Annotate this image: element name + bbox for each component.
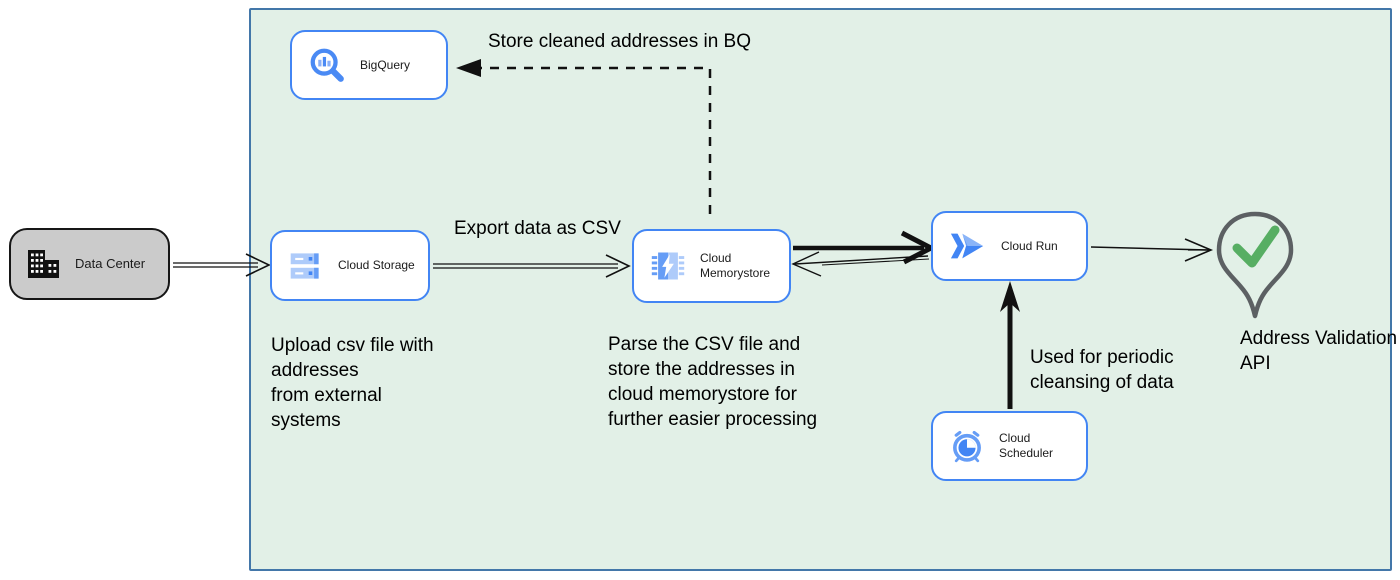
building-icon: [27, 249, 61, 279]
node-label: Cloud Memorystore: [700, 251, 771, 280]
note-parse-csv: Parse the CSV file and store the address…: [608, 334, 818, 430]
node-bigquery[interactable]: BigQuery: [290, 30, 448, 100]
node-cloud-scheduler[interactable]: Cloud Scheduler: [931, 411, 1088, 481]
system-boundary: [249, 8, 1392, 571]
node-label: Cloud Storage: [338, 258, 415, 272]
node-label: Cloud Run: [1001, 238, 1058, 253]
cloud-scheduler-icon: [949, 428, 985, 464]
cloud-run-icon: [949, 231, 987, 261]
node-label: BigQuery: [360, 57, 411, 72]
memorystore-icon: [650, 249, 686, 283]
edge-label-store-bq: Store cleaned addresses in BQ: [488, 31, 751, 52]
node-cloud-storage[interactable]: Cloud Storage: [270, 230, 430, 301]
note-periodic-cleansing: Used for periodic cleansing of data: [1030, 347, 1174, 393]
edge-label-export-csv: Export data as CSV: [454, 218, 621, 239]
label-address-validation-api: Address Validation API: [1240, 328, 1398, 374]
node-label: Data Center: [75, 255, 146, 271]
cloud-storage-icon: [288, 250, 324, 282]
bigquery-icon: [308, 46, 346, 84]
node-label: Cloud Scheduler: [999, 431, 1054, 460]
node-data-center[interactable]: Data Center: [9, 228, 170, 300]
node-cloud-run[interactable]: Cloud Run: [931, 211, 1088, 281]
node-cloud-memorystore[interactable]: Cloud Memorystore: [632, 229, 791, 303]
note-upload-csv: Upload csv file with addresses from exte…: [271, 335, 434, 431]
